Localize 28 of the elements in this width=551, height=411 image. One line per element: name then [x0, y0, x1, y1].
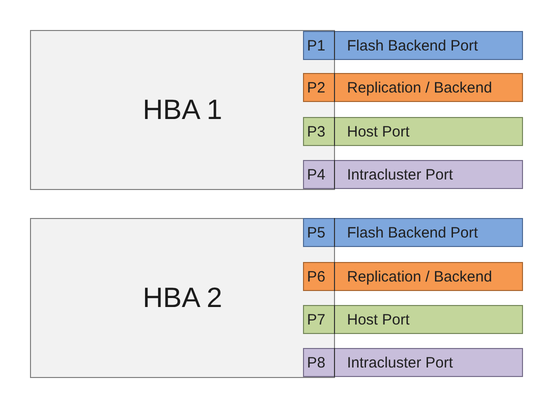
port-number: P4: [307, 166, 326, 183]
port-box: [303, 305, 523, 334]
port-name: Host Port: [347, 311, 410, 328]
hba-box: [30, 218, 335, 378]
port-name: Host Port: [347, 123, 410, 140]
hba-box: [30, 30, 335, 190]
port-name: Intracluster Port: [347, 166, 453, 183]
port-box: [303, 218, 523, 247]
port-number: P5: [307, 224, 326, 241]
port-box: [303, 73, 523, 102]
port-box: [303, 117, 523, 146]
port-number: P2: [307, 79, 326, 96]
port-number: P3: [307, 123, 326, 140]
port-number: P1: [307, 37, 326, 54]
port-name: Replication / Backend: [347, 79, 492, 96]
hba-label: HBA 2: [142, 282, 222, 314]
port-name: Replication / Backend: [347, 268, 492, 285]
port-number: P7: [307, 311, 326, 328]
port-box: [303, 348, 523, 377]
port-name: Intracluster Port: [347, 354, 453, 371]
port-box: [303, 262, 523, 291]
port-name: Flash Backend Port: [347, 224, 478, 241]
port-number: P6: [307, 268, 326, 285]
port-name: Flash Backend Port: [347, 37, 478, 54]
hba-label: HBA 1: [142, 94, 222, 126]
port-number: P8: [307, 354, 326, 371]
port-box: [303, 160, 523, 189]
port-box: [303, 31, 523, 60]
